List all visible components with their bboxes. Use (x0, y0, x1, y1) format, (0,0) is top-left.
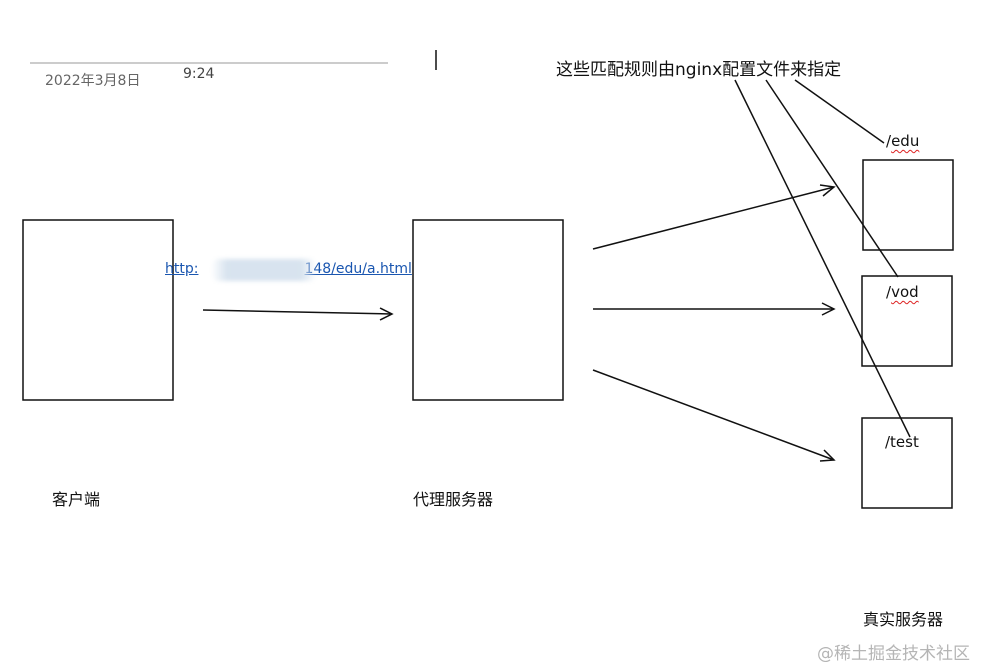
proxy-label: 代理服务器 (413, 490, 494, 509)
url-redaction-blur (211, 259, 317, 281)
header-date: 2022年3月8日 (45, 73, 141, 89)
url-start: http: (165, 261, 199, 277)
header-time: 9:24 (183, 66, 215, 82)
route-test-label: /test (885, 433, 919, 451)
proxy-to-vod-arrow (593, 302, 836, 316)
url-end: 148/edu/a.html (304, 261, 412, 277)
real-server-box-edu (862, 159, 954, 251)
client-to-proxy-arrow (202, 307, 394, 321)
pointer-to-test (734, 79, 911, 438)
pointer-to-vod (765, 79, 899, 278)
pointer-to-edu (794, 79, 885, 144)
route-vod-text: vod (891, 283, 919, 301)
route-edu-text: edu (891, 132, 920, 150)
client-label: 客户端 (52, 490, 101, 509)
real-server-box-test (861, 417, 953, 509)
proxy-box (412, 219, 564, 401)
request-url[interactable]: http: 148/edu/a.html (165, 261, 412, 277)
route-vod-label: /vod (886, 283, 919, 301)
proxy-to-edu-arrow (592, 184, 836, 250)
annotation-text: 这些匹配规则由nginx配置文件来指定 (556, 60, 842, 80)
real-server-label: 真实服务器 (863, 610, 944, 629)
real-server-box-vod (861, 275, 953, 367)
proxy-to-test-arrow (592, 369, 836, 462)
route-edu-label: /edu (886, 132, 920, 150)
annotation-pointers (734, 79, 911, 438)
watermark: @稀土掘金技术社区 (817, 644, 970, 664)
client-box (22, 219, 174, 401)
